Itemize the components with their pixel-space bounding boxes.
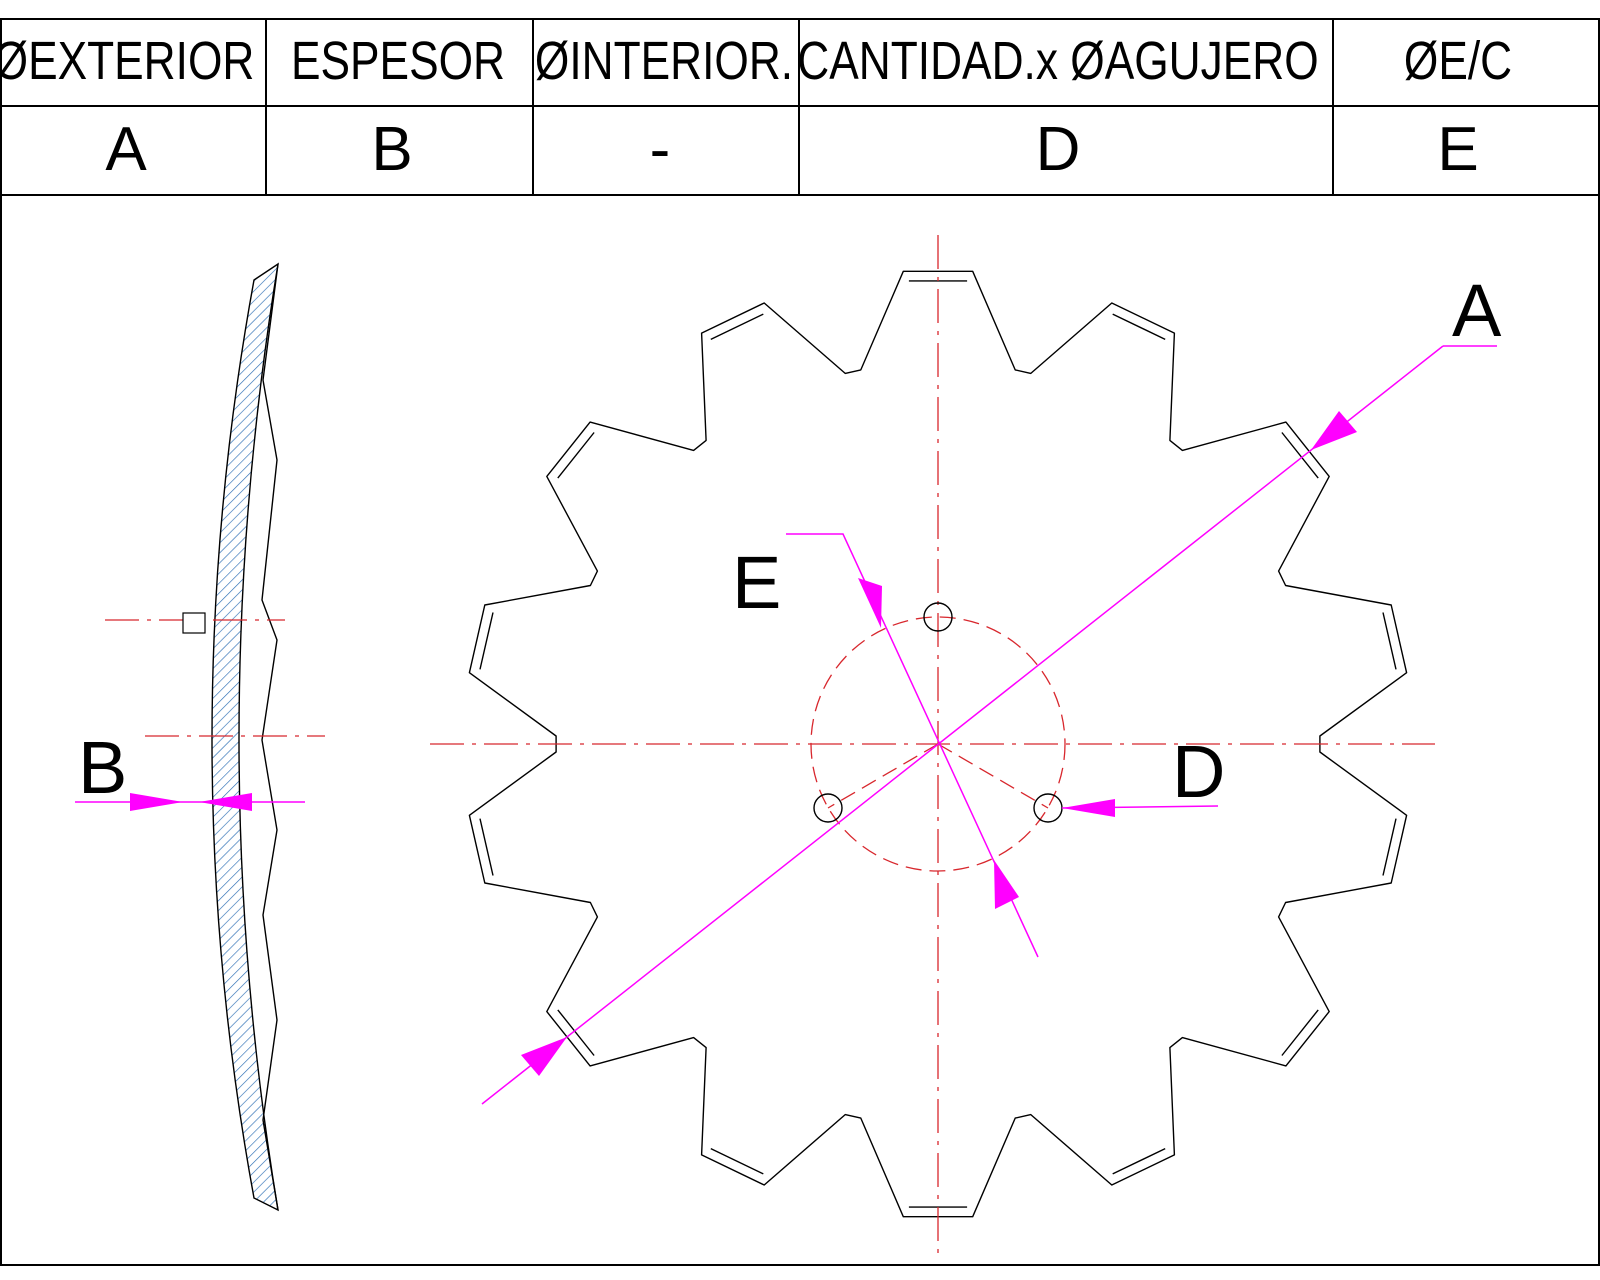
disc-side-profile [261,263,279,1211]
bolt-circle-arrow [858,578,882,628]
outer-diameter-arrow [521,1037,567,1076]
side-section-view: B [75,262,325,1212]
outer-diameter-dimension-line [481,345,1444,1105]
outer-diameter-callout: A [1452,269,1502,352]
hole-center-line [937,743,1049,809]
tooth-bevel-line [557,1009,595,1056]
value-outer-diameter: A [105,115,147,184]
tooth-bevel-line [710,313,764,341]
hole-center-line [827,743,939,809]
tooth-bevel-line [1281,432,1319,479]
tooth-bevel-line [1281,1009,1319,1056]
bolt-circle-callout: E [732,541,781,624]
tooth-bevel-line [1382,818,1397,876]
tooth-bevel-line [1112,1147,1166,1175]
tooth-bevel-line [479,818,494,876]
header-bolt-circle: ØE/C [1404,31,1512,91]
tooth-bevel-line [479,612,494,670]
value-hole-quantity: D [1036,115,1081,184]
bolt-circle-dimension-line [786,533,1039,958]
holes-callout: D [1172,730,1225,813]
holes-arrow [1062,799,1115,817]
mounting-hole [813,793,843,823]
thickness-callout: B [78,726,127,809]
notched-blade-outline [468,270,1408,1218]
bolt-circle-arrow [994,860,1019,909]
thickness-arrow-left [130,793,183,811]
spec-table: ØEXTERIOR ESPESOR ØINTERIOR. CANTIDAD.x … [0,18,1600,1266]
value-inner-diameter: - [650,115,671,184]
header-hole-quantity: CANTIDAD.x ØAGUJERO [797,31,1318,91]
header-outer-diameter: ØEXTERIOR [0,31,254,91]
value-bolt-circle: E [1437,115,1478,184]
mounting-hole [923,602,953,632]
hole-gap [182,612,206,634]
front-view: A E D [430,235,1502,1253]
tooth-bevel-line [1112,313,1166,341]
bolt-circle [810,616,1066,872]
tooth-bevel-line [557,432,595,479]
value-thickness: B [371,115,412,184]
header-inner-diameter: ØINTERIOR. [535,31,793,91]
outer-diameter-arrow [1311,411,1357,450]
thickness-arrow-right [199,793,252,811]
header-thickness: ESPESOR [291,31,505,91]
tooth-bevel-line [710,1147,764,1175]
tooth-bevel-line [1382,612,1397,670]
